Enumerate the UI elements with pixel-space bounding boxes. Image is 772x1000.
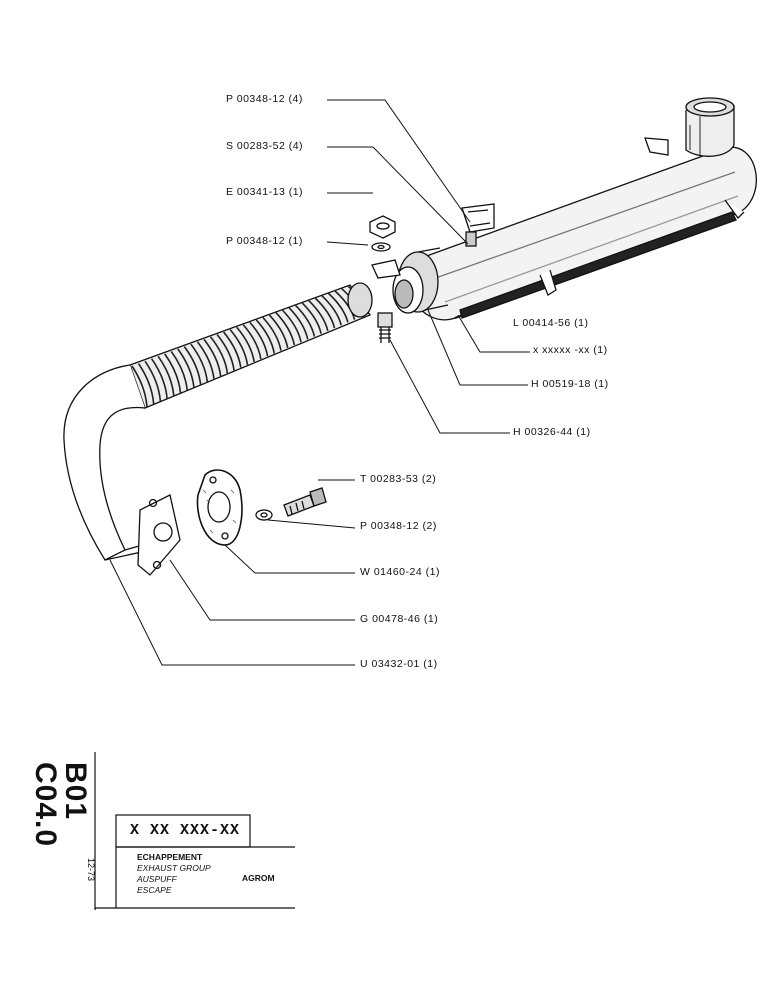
part-number: X XX XXX-XX (130, 822, 241, 839)
hose-corrugation (131, 365, 148, 408)
gasket-part (196, 469, 243, 546)
callout-label: H 00326-44 (1) (513, 426, 591, 438)
sheet-date: 12-73 (86, 858, 96, 882)
hose-corrugation (183, 346, 202, 385)
hose-corrugation (203, 338, 222, 377)
hose-corrugation (301, 302, 322, 334)
callout-label: P 00348-12 (2) (360, 520, 437, 532)
hose-corrugation (249, 321, 269, 357)
hose-corrugation (144, 360, 162, 402)
hose-corrugation (229, 329, 249, 365)
hose-corrugation (209, 336, 229, 374)
callout-label: x xxxxx -xx (1) (533, 344, 608, 356)
hose-corrugation (177, 348, 195, 388)
callout-label: U 03432-01 (1) (360, 658, 438, 670)
hose-corrugation (170, 350, 188, 391)
hose-corrugation (223, 331, 242, 368)
title-block-frame (94, 752, 295, 910)
hose-corrugation (216, 333, 235, 371)
hose-corrugation (196, 341, 215, 379)
hose-corrugation (327, 292, 349, 323)
hose-corrugation (236, 326, 255, 363)
callout-label: T 00283-53 (2) (360, 473, 437, 485)
callout-label: S 00283-52 (4) (226, 140, 304, 152)
hose-corrugation (314, 297, 336, 329)
hose-corrugation (268, 314, 289, 348)
callout-label: L 00414-56 (1) (513, 317, 589, 329)
hose-corrugation (150, 358, 168, 399)
callout-label: H 00519-18 (1) (531, 378, 609, 390)
callout-label: P 00348-12 (4) (226, 93, 303, 105)
hose-corrugation (321, 295, 342, 326)
description-line: EXHAUST GROUP (137, 863, 211, 873)
flexible-pipe (63, 282, 373, 576)
callout-label: G 00478-46 (1) (360, 613, 439, 625)
description-line: ECHAPPEMENT (137, 852, 203, 862)
hose-corrugation (281, 309, 302, 343)
description-line: ESCAPE (137, 885, 172, 895)
hose-corrugation (157, 355, 175, 396)
hose-corrugation (262, 316, 282, 351)
hose-corrugation (308, 299, 329, 332)
hose-corrugation (288, 307, 309, 340)
screw-washer-parts (255, 487, 327, 521)
hose-corrugation (137, 363, 155, 405)
brand-name: AGROM (242, 873, 275, 883)
hose-corrugation (275, 312, 296, 346)
nut-washer-parts (369, 215, 396, 252)
hose-corrugation (164, 353, 182, 393)
hose-corrugation (334, 290, 356, 320)
callout-label: W 01460-24 (1) (360, 566, 440, 578)
callout-label: E 00341-13 (1) (226, 186, 304, 198)
callout-label: P 00348-12 (1) (226, 235, 303, 247)
bolt-part (377, 312, 393, 343)
hose-corrugation (295, 304, 316, 337)
silencer-body (371, 97, 757, 321)
leader-lines (109, 99, 530, 666)
hose-corrugation (255, 319, 276, 354)
hose-corrugation (242, 324, 262, 360)
description-line: AUSPUFF (137, 874, 177, 884)
hose-corrugation (190, 343, 209, 382)
sheet-code: B01 C04.0 (29, 762, 92, 848)
